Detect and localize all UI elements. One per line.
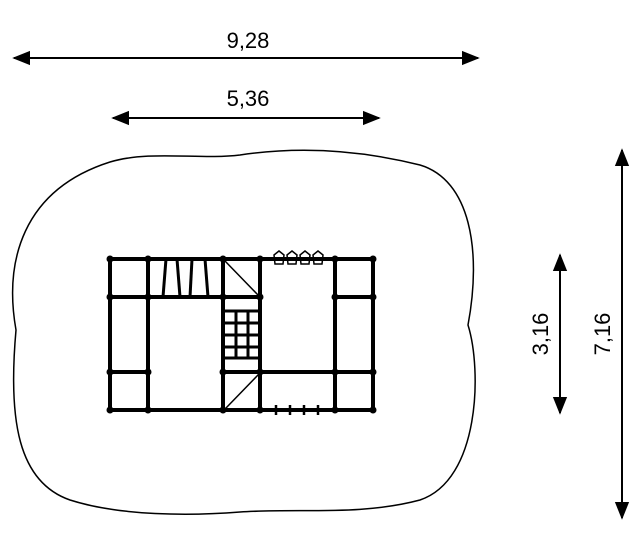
posts xyxy=(106,255,377,414)
ladder-rungs xyxy=(161,258,210,298)
dimension-label: 3,16 xyxy=(528,313,553,356)
dimension-total-width: 9,28 xyxy=(12,28,480,66)
dimension-total-depth: 7,16 xyxy=(590,148,630,520)
dimension-structure-depth: 3,16 xyxy=(528,253,568,415)
roof-panels xyxy=(273,250,324,265)
dimension-label: 5,36 xyxy=(227,86,270,111)
slide-diagonal-bottom xyxy=(225,374,259,409)
beams xyxy=(108,257,375,412)
bridge-planks xyxy=(274,405,320,415)
climbing-net xyxy=(224,309,259,360)
safety-zone-outline xyxy=(11,149,476,515)
dimension-label: 7,16 xyxy=(590,313,615,356)
dimension-label: 9,28 xyxy=(227,28,270,53)
dimension-structure-width: 5,36 xyxy=(111,86,381,126)
slide-diagonal-top xyxy=(224,260,259,296)
play-structure xyxy=(106,250,377,415)
